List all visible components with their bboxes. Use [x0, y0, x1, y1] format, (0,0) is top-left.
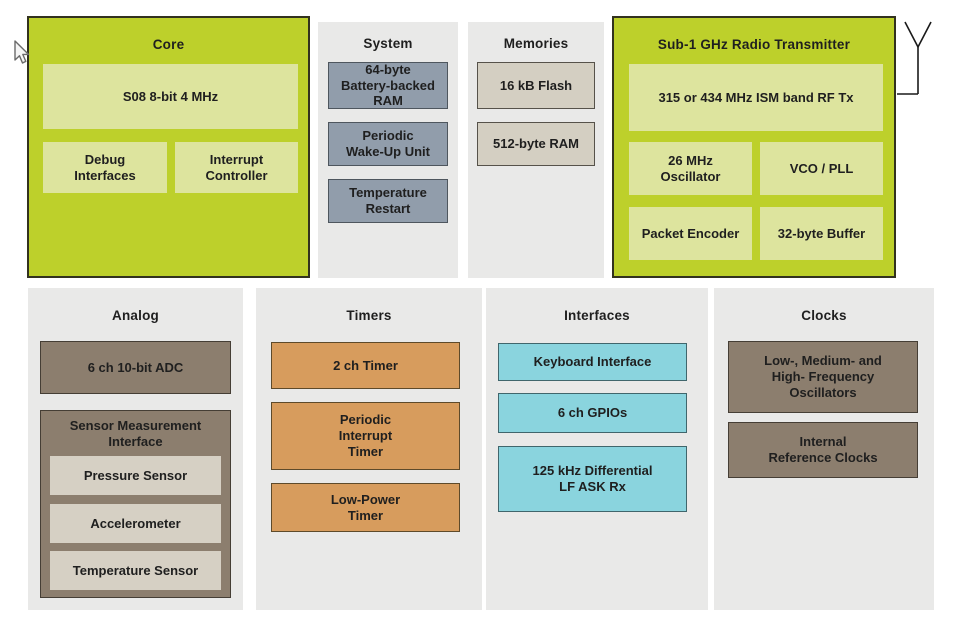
- keyboard-interface-block: Keyboard Interface: [498, 343, 687, 381]
- mouse-cursor: [14, 40, 30, 64]
- debug-interfaces-block: Debug Interfaces: [43, 142, 167, 193]
- periodic-interrupt-timer-block: Periodic Interrupt Timer: [271, 402, 460, 470]
- core-block: Core S08 8-bit 4 MHz Debug Interfaces In…: [27, 16, 310, 278]
- rf-tx-block: 315 or 434 MHz ISM band RF Tx: [629, 64, 883, 131]
- lf-ask-rx-block: 125 kHz Differential LF ASK Rx: [498, 446, 687, 512]
- clocks-block: Clocks Low-, Medium- and High- Frequency…: [714, 288, 934, 610]
- gpio-block: 6 ch GPIOs: [498, 393, 687, 433]
- sensor-measurement-interface-title: Sensor Measurement Interface: [69, 418, 202, 450]
- packet-encoder-block: Packet Encoder: [629, 207, 752, 260]
- vco-pll-block: VCO / PLL: [760, 142, 883, 195]
- adc-block: 6 ch 10-bit ADC: [40, 341, 231, 394]
- internal-reference-clocks-block: Internal Reference Clocks: [728, 422, 918, 478]
- 2ch-timer-block: 2 ch Timer: [271, 342, 460, 389]
- timers-title: Timers: [346, 308, 392, 323]
- accelerometer-block: Accelerometer: [50, 504, 221, 543]
- temperature-sensor-block: Temperature Sensor: [50, 551, 221, 590]
- memories-title: Memories: [503, 36, 569, 51]
- interfaces-block: Interfaces Keyboard Interface 6 ch GPIOs…: [486, 288, 708, 610]
- battery-backed-ram-block: 64-byte Battery-backed RAM: [328, 62, 448, 109]
- analog-block: Analog 6 ch 10-bit ADC Sensor Measuremen…: [28, 288, 243, 610]
- temperature-restart-block: Temperature Restart: [328, 179, 448, 223]
- timers-block: Timers 2 ch Timer Periodic Interrupt Tim…: [256, 288, 482, 610]
- radio-title: Sub-1 GHz Radio Transmitter: [657, 37, 851, 52]
- memories-block: Memories 16 kB Flash 512-byte RAM: [468, 22, 604, 278]
- flash-block: 16 kB Flash: [477, 62, 595, 109]
- oscillator-26mhz-block: 26 MHz Oscillator: [629, 142, 752, 195]
- buffer-block: 32-byte Buffer: [760, 207, 883, 260]
- wake-up-unit-block: Periodic Wake-Up Unit: [328, 122, 448, 166]
- interfaces-title: Interfaces: [564, 308, 630, 323]
- sensor-measurement-interface-block: Sensor Measurement Interface Pressure Se…: [40, 410, 231, 598]
- radio-transmitter-block: Sub-1 GHz Radio Transmitter 315 or 434 M…: [612, 16, 896, 278]
- antenna-icon: [897, 21, 932, 95]
- system-block: System 64-byte Battery-backed RAM Period…: [318, 22, 458, 278]
- frequency-oscillators-block: Low-, Medium- and High- Frequency Oscill…: [728, 341, 918, 413]
- cpu-block: S08 8-bit 4 MHz: [43, 64, 298, 129]
- system-title: System: [363, 36, 413, 51]
- ram-block: 512-byte RAM: [477, 122, 595, 166]
- pressure-sensor-block: Pressure Sensor: [50, 456, 221, 495]
- clocks-title: Clocks: [801, 308, 847, 323]
- core-title: Core: [152, 37, 185, 52]
- analog-title: Analog: [112, 308, 159, 323]
- interrupt-controller-block: Interrupt Controller: [175, 142, 298, 193]
- low-power-timer-block: Low-Power Timer: [271, 483, 460, 532]
